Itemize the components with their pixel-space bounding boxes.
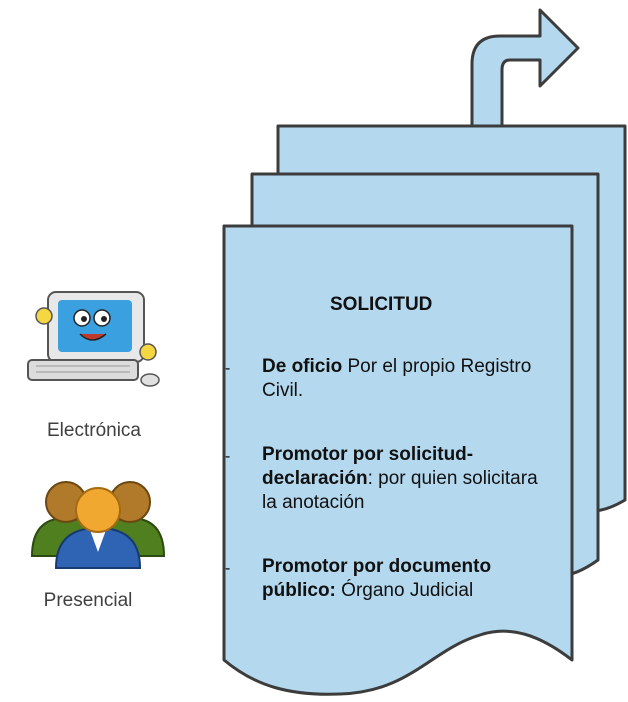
curved-arrow-icon (470, 8, 580, 128)
item-text: : por quien solicitara la anotación (262, 468, 538, 513)
list-item-promotor-documento: Promotor por documento público: Órgano J… (262, 555, 562, 603)
item-bold: Promotor por documento público: (262, 556, 492, 601)
item-text: Por el propio Registro Civil. (262, 356, 532, 401)
computer-mascot-icon (27, 291, 160, 387)
item-text: Órgano Judicial (335, 580, 474, 601)
list-bullet: - (225, 448, 231, 465)
presencial-label: Presencial (43, 590, 133, 611)
document-title: SOLICITUD (330, 294, 433, 315)
list-bullet: - (225, 360, 231, 377)
electronic-label: Electrónica (47, 420, 141, 441)
people-icon (30, 481, 166, 569)
document-sheet-front (222, 224, 574, 696)
list-item-de-oficio: De oficio Por el propio Registro Civil. (262, 355, 562, 403)
item-bold: De oficio (262, 356, 343, 377)
list-item-promotor-solicitud: Promotor por solicitud-declaración: por … (262, 443, 552, 515)
list-bullet: - (225, 560, 231, 577)
item-bold: Promotor por solicitud-declaración (262, 444, 474, 489)
